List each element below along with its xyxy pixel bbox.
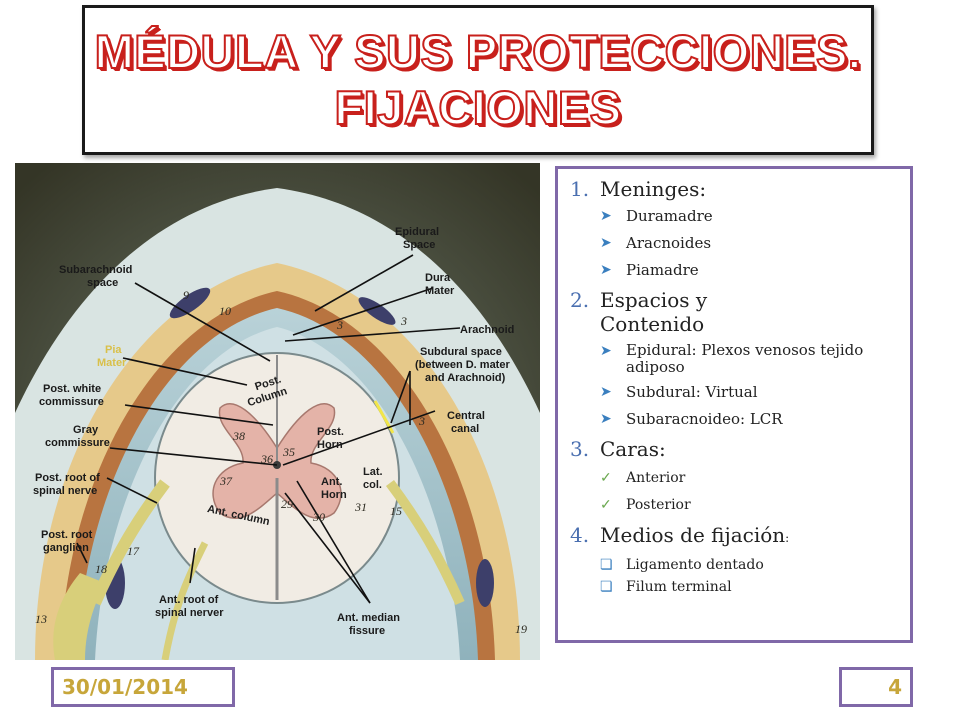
list-item: ✓Anterior: [600, 470, 686, 486]
svg-text:29: 29: [281, 497, 293, 511]
arrow-bullet-icon: ➤: [600, 343, 612, 359]
outline-heading-fijacion: 4. Medios de fijación:: [570, 523, 790, 547]
list-item: ➤Subdural: Virtual: [600, 383, 758, 401]
venous-plexus: [476, 559, 494, 607]
svg-text:3: 3: [336, 318, 343, 332]
outline-panel: 1. Meninges: ➤Duramadre ➤Aracnoides ➤Pia…: [555, 166, 913, 643]
svg-text:38: 38: [232, 429, 245, 443]
label-lat-col: Lat.col.: [363, 466, 383, 491]
svg-text:31: 31: [354, 500, 367, 514]
svg-text:13: 13: [35, 612, 47, 626]
svg-text:3: 3: [418, 414, 425, 428]
svg-text:17: 17: [127, 544, 140, 558]
svg-text:37: 37: [219, 474, 233, 488]
list-item: ➤Duramadre: [600, 207, 713, 225]
posterior-root-ganglion: [53, 573, 105, 660]
check-bullet-icon: ✓: [600, 470, 612, 486]
svg-text:10: 10: [219, 304, 231, 318]
svg-text:30: 30: [312, 510, 325, 524]
venous-plexus: [169, 287, 211, 319]
venous-plexus: [358, 297, 396, 325]
footer-page-number: 4: [839, 667, 913, 707]
outline-heading-meninges: 1. Meninges:: [570, 177, 707, 201]
list-item: ➤Subaracnoideo: LCR: [600, 410, 783, 428]
figure-numbers: 9 10 3 3 38 35 36 37 30 31 29 15 17 18 1…: [35, 288, 527, 636]
label-arachnoid: Arachnoid: [460, 324, 514, 336]
svg-text:15: 15: [390, 504, 402, 518]
check-bullet-icon: ✓: [600, 497, 612, 513]
list-item: ❏Ligamento dentado: [600, 554, 900, 576]
arrow-bullet-icon: ➤: [600, 384, 612, 400]
svg-text:36: 36: [260, 452, 273, 466]
svg-text:18: 18: [95, 562, 107, 576]
label-post-horn: Post.Horn: [317, 426, 344, 451]
list-item: ✓Posterior: [600, 497, 691, 513]
list-item: ❏Filum terminal: [600, 576, 900, 598]
arrow-bullet-icon: ➤: [600, 411, 612, 427]
posterior-root-right: [385, 480, 465, 606]
svg-text:3: 3: [400, 314, 407, 328]
slide-title: MÉDULA Y SUS PROTECCIONES. FIJACIONES: [82, 5, 874, 155]
arrow-bullet-icon: ➤: [600, 235, 612, 251]
arrow-bullet-icon: ➤: [600, 262, 612, 278]
svg-text:9: 9: [183, 288, 189, 302]
checkbox-bullet-icon: ❏: [600, 557, 613, 573]
list-item: ➤Piamadre: [600, 261, 699, 279]
title-line-2: FIJACIONES: [333, 80, 622, 135]
svg-text:35: 35: [282, 445, 295, 459]
title-line-1: MÉDULA Y SUS PROTECCIONES.: [94, 24, 862, 79]
label-ant-horn: Ant.Horn: [321, 476, 347, 501]
footer-date: 30/01/2014: [51, 667, 235, 707]
pointer-lines: [76, 254, 461, 604]
svg-text:19: 19: [515, 622, 527, 636]
arrow-bullet-icon: ➤: [600, 208, 612, 224]
anterior-root: [161, 541, 209, 660]
outline-heading-espacios: 2. Espacios y Contenido: [570, 288, 708, 336]
outline-heading-caras: 3. Caras:: [570, 437, 666, 461]
list-item: ➤Epidural: Plexos venosos tejido adiposo: [600, 341, 864, 376]
checkbox-bullet-icon: ❏: [600, 579, 613, 595]
list-item: ➤Aracnoides: [600, 234, 712, 252]
